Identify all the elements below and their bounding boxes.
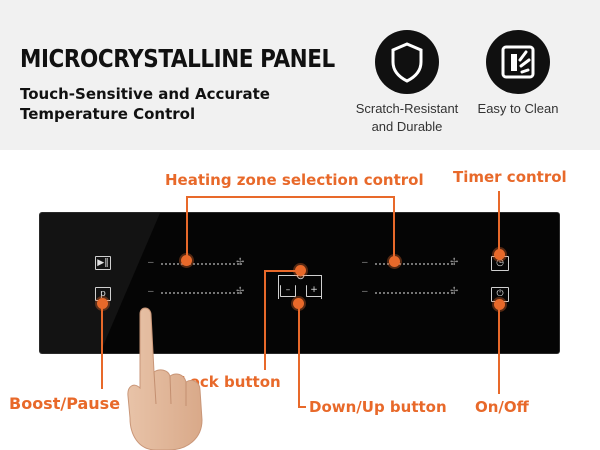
feature-label-clean: Easy to Clean <box>477 101 559 116</box>
page-title: MICROCRYSTALLINE PANEL <box>20 44 335 73</box>
heating-zone-line-left <box>186 196 188 260</box>
slider-plus-mark: ✢ <box>236 257 245 268</box>
boost-pause-dot <box>97 298 108 309</box>
timer-line <box>498 191 500 254</box>
plus-button[interactable]: + <box>306 285 322 297</box>
heating-zone-dot-right <box>389 256 400 267</box>
cleaning-spray-icon <box>486 30 550 94</box>
feature-label-scratch: Scratch-Resistant and Durable <box>355 101 459 134</box>
on-off-dot <box>494 299 505 310</box>
down-up-label: Down/Up button <box>309 398 447 416</box>
down-up-line-vertical <box>298 305 300 407</box>
heating-zone-line-right <box>393 196 395 260</box>
heating-zone-label: Heating zone selection control <box>165 171 424 189</box>
shield-icon <box>375 30 439 94</box>
panel-reflection <box>40 213 160 353</box>
pointing-hand-image <box>127 307 203 450</box>
timer-dot <box>494 249 505 260</box>
page-subtitle: Touch-Sensitive and Accurate Temperature… <box>20 85 270 123</box>
zone-slider-bottom-left[interactable] <box>160 292 242 294</box>
lock-line-horizontal <box>264 270 298 272</box>
boost-pause-label: Boost/Pause <box>9 394 121 413</box>
minus-button[interactable]: – <box>280 285 296 297</box>
slider-plus-mark: ✢ <box>450 257 459 268</box>
zone-slider-top-left[interactable] <box>160 263 242 265</box>
lock-icon[interactable]: ⊙ <box>296 270 306 282</box>
timer-control-label: Timer control <box>453 168 567 186</box>
lock-line-vertical <box>264 270 266 370</box>
slider-minus-mark: – <box>362 257 368 268</box>
heating-zone-dot-left <box>181 255 192 266</box>
zone-slider-bottom-right[interactable] <box>374 292 454 294</box>
play-pause-icon[interactable]: ▶‖ <box>95 256 111 270</box>
on-off-label: On/Off <box>475 398 529 416</box>
down-up-line-horizontal <box>298 406 306 408</box>
lock-button-label: Lock button <box>180 373 281 391</box>
slider-plus-mark: ✢ <box>450 286 459 297</box>
zone-slider-top-right[interactable] <box>374 263 454 265</box>
boost-pause-line <box>101 305 103 389</box>
lock-dot <box>295 265 306 276</box>
down-up-dot <box>293 298 304 309</box>
heating-zone-line <box>186 196 395 198</box>
slider-plus-mark: ✢ <box>236 286 245 297</box>
slider-minus-mark: – <box>148 286 154 297</box>
slider-minus-mark: – <box>148 257 154 268</box>
on-off-line <box>498 306 500 394</box>
slider-minus-mark: – <box>362 286 368 297</box>
